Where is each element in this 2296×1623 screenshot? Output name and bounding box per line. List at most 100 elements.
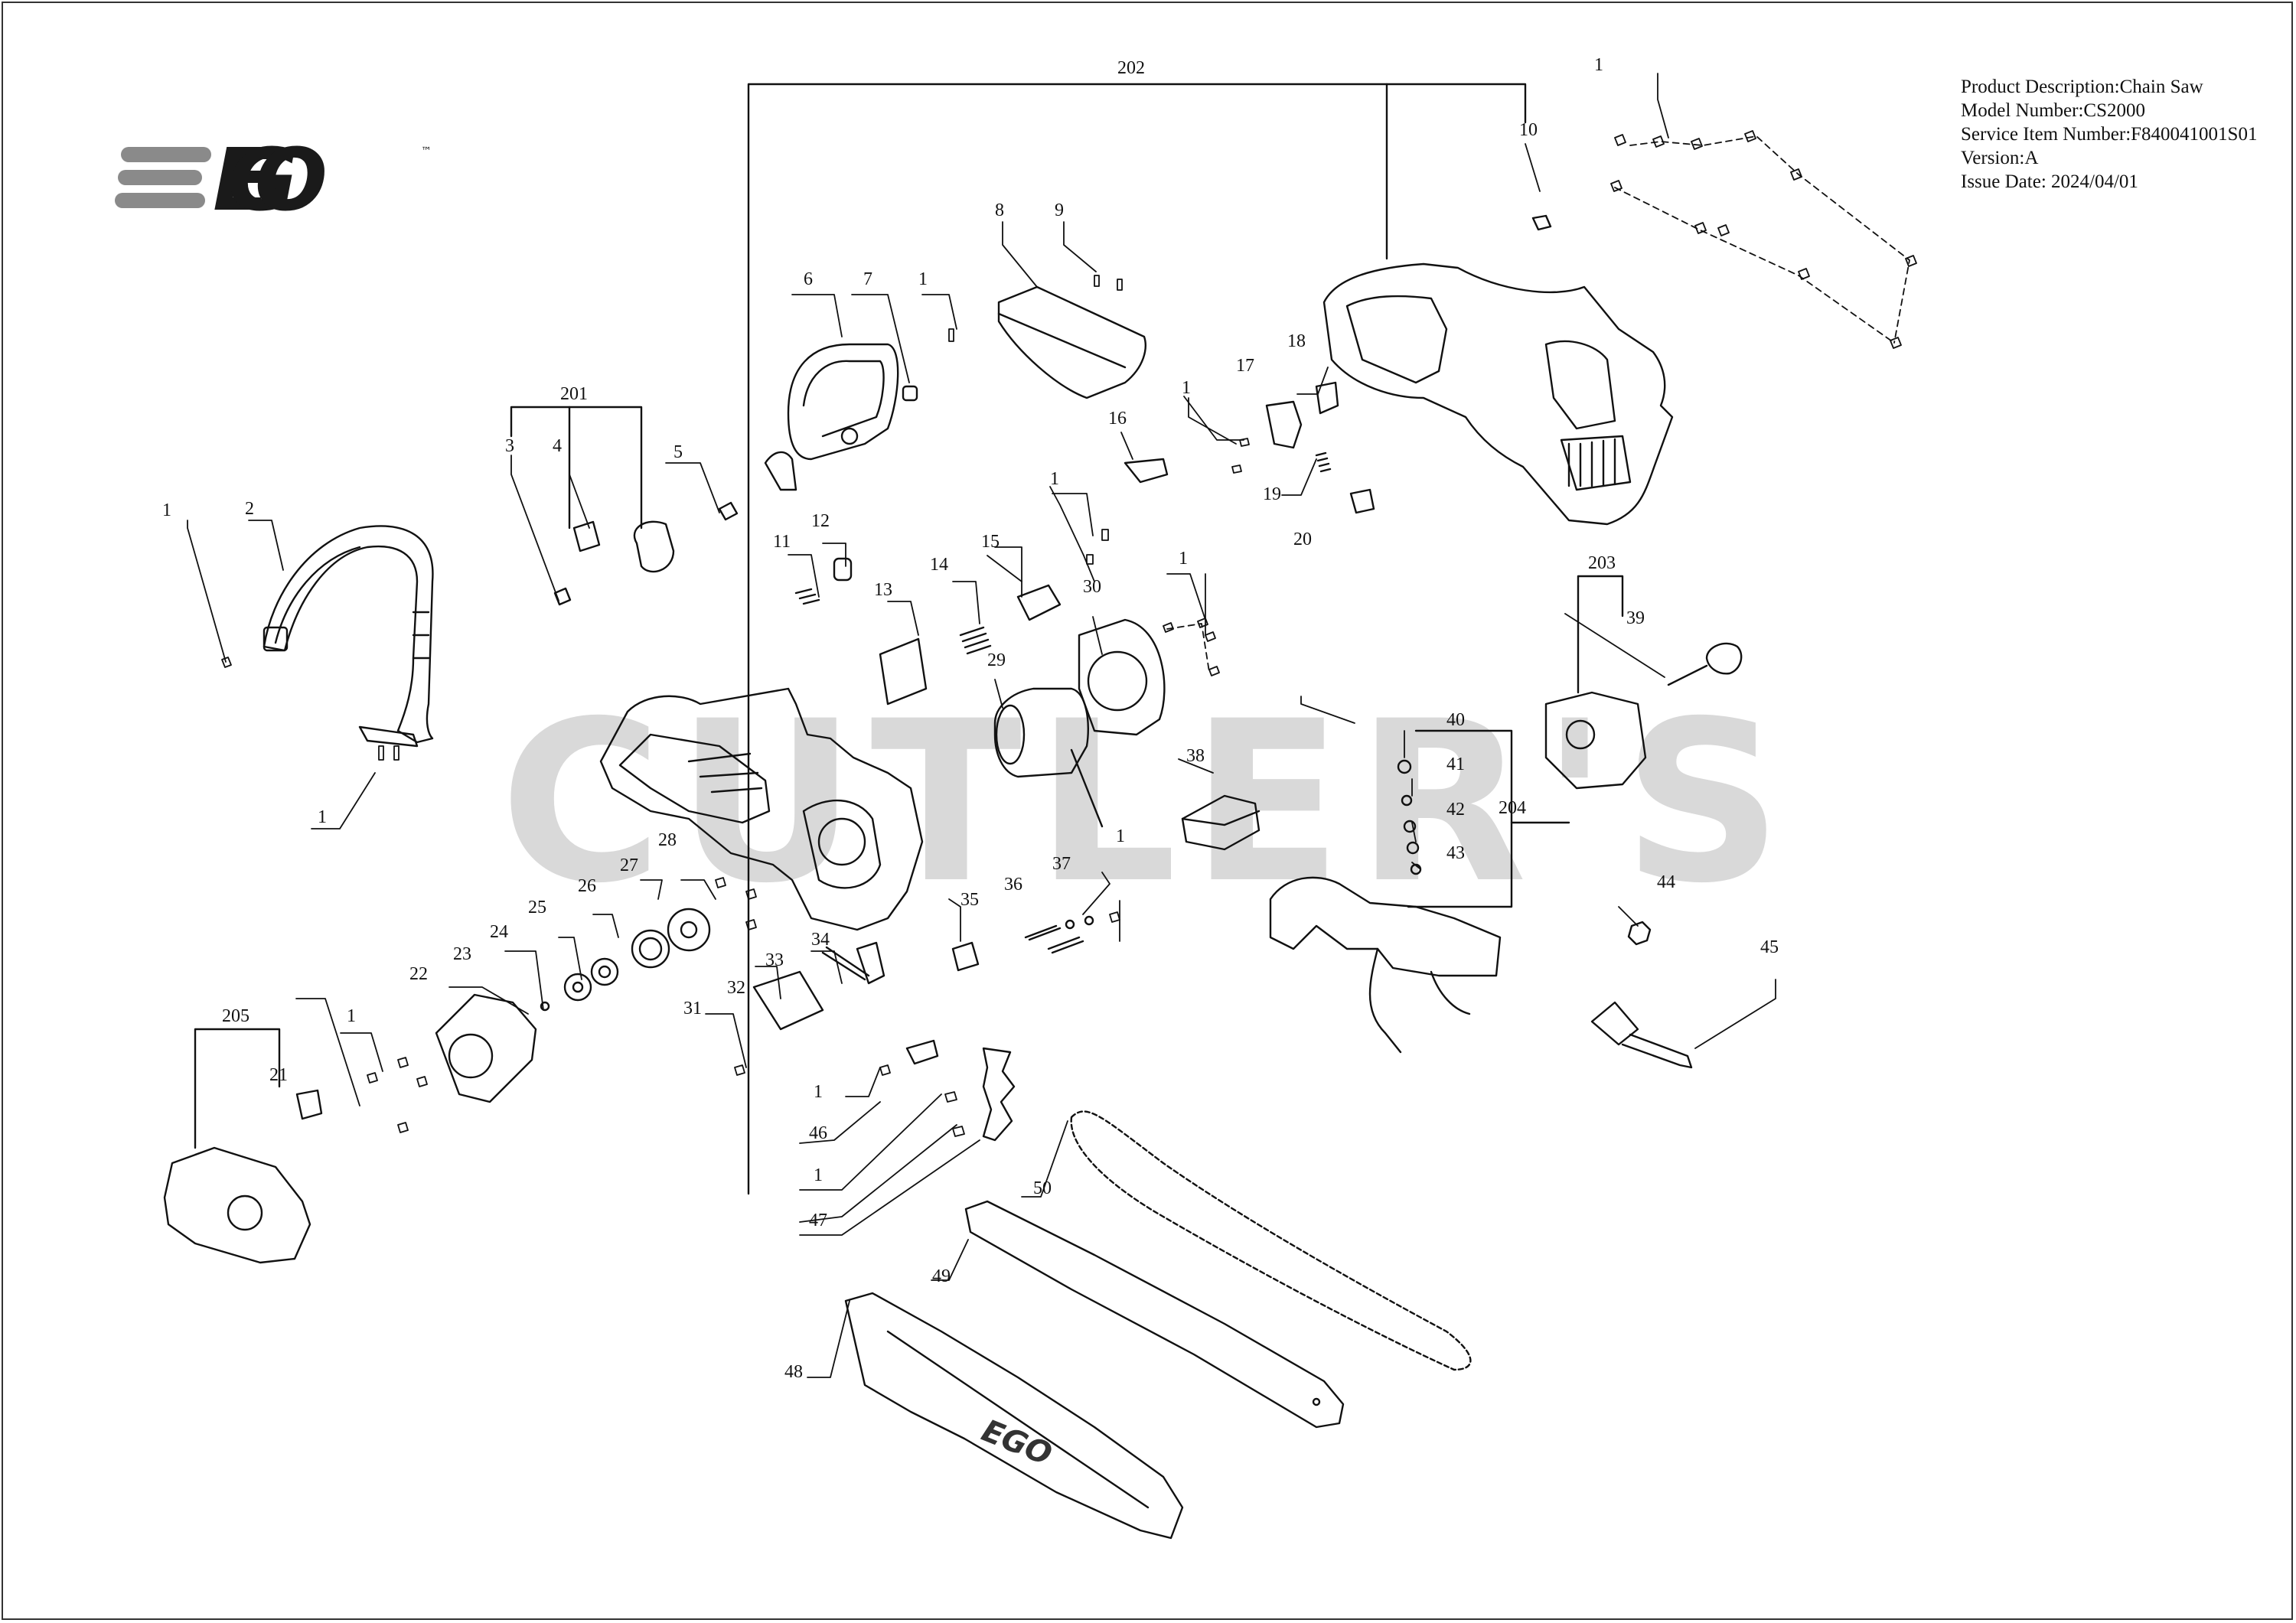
part-lever-assembly	[553, 501, 739, 606]
ego-logo: EGO ™	[115, 131, 436, 230]
callout-6: 6	[804, 269, 813, 289]
callout-46: 46	[809, 1123, 827, 1143]
callout-1: 1	[347, 1006, 356, 1026]
callout-4: 4	[553, 436, 562, 456]
callout-34: 34	[811, 930, 830, 950]
part-scrench	[1590, 1001, 1693, 1069]
part-washers	[1397, 759, 1422, 875]
callout-45: 45	[1760, 937, 1779, 957]
callout-27: 27	[620, 855, 638, 875]
callout-labels: 202 201 203 204 205 1 1 1 1 1 1 1 1 1 1 …	[162, 55, 1779, 1382]
part-housing-right	[1322, 262, 1674, 526]
part-trigger-lock	[1124, 381, 1375, 514]
callout-28: 28	[658, 830, 677, 850]
leader-lines	[187, 73, 1776, 1378]
part-rear-handle-cover	[764, 343, 899, 491]
part-chain-catcher	[905, 1039, 939, 1065]
callout-1: 1	[918, 269, 928, 289]
version: Version:A	[1961, 148, 2039, 168]
callout-3: 3	[505, 436, 514, 456]
part-chain-plate	[752, 941, 885, 1031]
callout-49: 49	[932, 1266, 951, 1286]
callout-8: 8	[995, 200, 1004, 220]
part-nut	[1627, 921, 1652, 946]
callout-40: 40	[1446, 710, 1465, 730]
callout-5: 5	[673, 442, 683, 462]
group-201-bracket	[510, 406, 643, 530]
callout-16: 16	[1108, 409, 1127, 429]
callout-42: 42	[1446, 800, 1465, 820]
callout-20: 20	[1293, 530, 1312, 549]
part-guide-bar	[964, 1200, 1345, 1429]
part-bolts	[1024, 915, 1094, 954]
part-top-cover	[997, 285, 1146, 399]
part-housing-left	[599, 687, 924, 931]
callout-1: 1	[1594, 55, 1603, 75]
part-battery-terminal	[1544, 642, 1743, 790]
callout-21: 21	[269, 1065, 288, 1085]
callout-32: 32	[727, 978, 745, 998]
callout-50: 50	[1033, 1178, 1052, 1198]
callout-47: 47	[809, 1211, 827, 1230]
callout-203: 203	[1588, 553, 1616, 573]
callout-1: 1	[1050, 469, 1059, 489]
callout-1: 1	[1182, 378, 1191, 398]
callout-2: 2	[245, 499, 254, 519]
callout-1: 1	[162, 500, 171, 520]
callout-1: 1	[814, 1082, 823, 1102]
callout-38: 38	[1186, 746, 1205, 766]
part-switch-assembly	[1269, 876, 1502, 1054]
callout-204: 204	[1499, 798, 1526, 818]
callout-35: 35	[960, 890, 979, 910]
model-number: Model Number:CS2000	[1961, 100, 2145, 121]
callout-14: 14	[930, 555, 948, 575]
callout-29: 29	[987, 650, 1006, 670]
callout-41: 41	[1446, 754, 1465, 774]
callout-13: 13	[874, 580, 892, 600]
issue-date: Issue Date: 2024/04/01	[1961, 171, 2138, 192]
callout-39: 39	[1626, 608, 1645, 628]
callout-48: 48	[784, 1362, 803, 1382]
callout-201: 201	[560, 384, 588, 404]
callout-1: 1	[1116, 826, 1125, 846]
callout-1: 1	[814, 1165, 823, 1185]
callout-10: 10	[1519, 120, 1538, 140]
callout-43: 43	[1446, 843, 1465, 863]
part-fan-shroud	[1078, 618, 1166, 736]
callout-24: 24	[490, 922, 508, 942]
bar-cover-logo: EGO	[977, 1413, 1057, 1473]
group-203-bracket	[1577, 575, 1624, 694]
part-button	[951, 941, 980, 972]
callout-1: 1	[1179, 549, 1188, 569]
part-side-cover	[163, 1089, 323, 1264]
callout-1: 1	[318, 807, 327, 827]
part-saw-chain	[1070, 1110, 1472, 1371]
part-bumper-spike	[982, 1047, 1016, 1142]
part-front-handle	[263, 525, 434, 748]
group-204-bracket	[1407, 729, 1570, 908]
callout-17: 17	[1236, 356, 1254, 376]
callout-9: 9	[1055, 200, 1064, 220]
callout-36: 36	[1004, 875, 1022, 895]
callout-44: 44	[1657, 872, 1675, 892]
callout-22: 22	[409, 964, 428, 984]
callout-30: 30	[1083, 577, 1101, 597]
callout-25: 25	[528, 898, 546, 917]
service-item-number: Service Item Number:F840041001S01	[1961, 124, 2258, 145]
callout-33: 33	[765, 950, 784, 970]
logo-letters: EGO	[213, 136, 328, 220]
product-info: Product Description:Chain Saw Model Numb…	[1961, 75, 2257, 194]
part-bushing	[902, 385, 918, 402]
callout-202: 202	[1117, 58, 1145, 78]
screw-icons	[221, 130, 1917, 1137]
callout-26: 26	[578, 876, 596, 896]
part-motor	[993, 687, 1104, 828]
callout-12: 12	[811, 511, 830, 531]
part-trigger-group	[794, 557, 1062, 706]
callout-31: 31	[683, 999, 702, 1018]
callout-11: 11	[773, 532, 791, 552]
group-205-bracket	[194, 1028, 281, 1149]
group-202-bracket	[747, 83, 1527, 1195]
callout-15: 15	[981, 532, 1000, 552]
